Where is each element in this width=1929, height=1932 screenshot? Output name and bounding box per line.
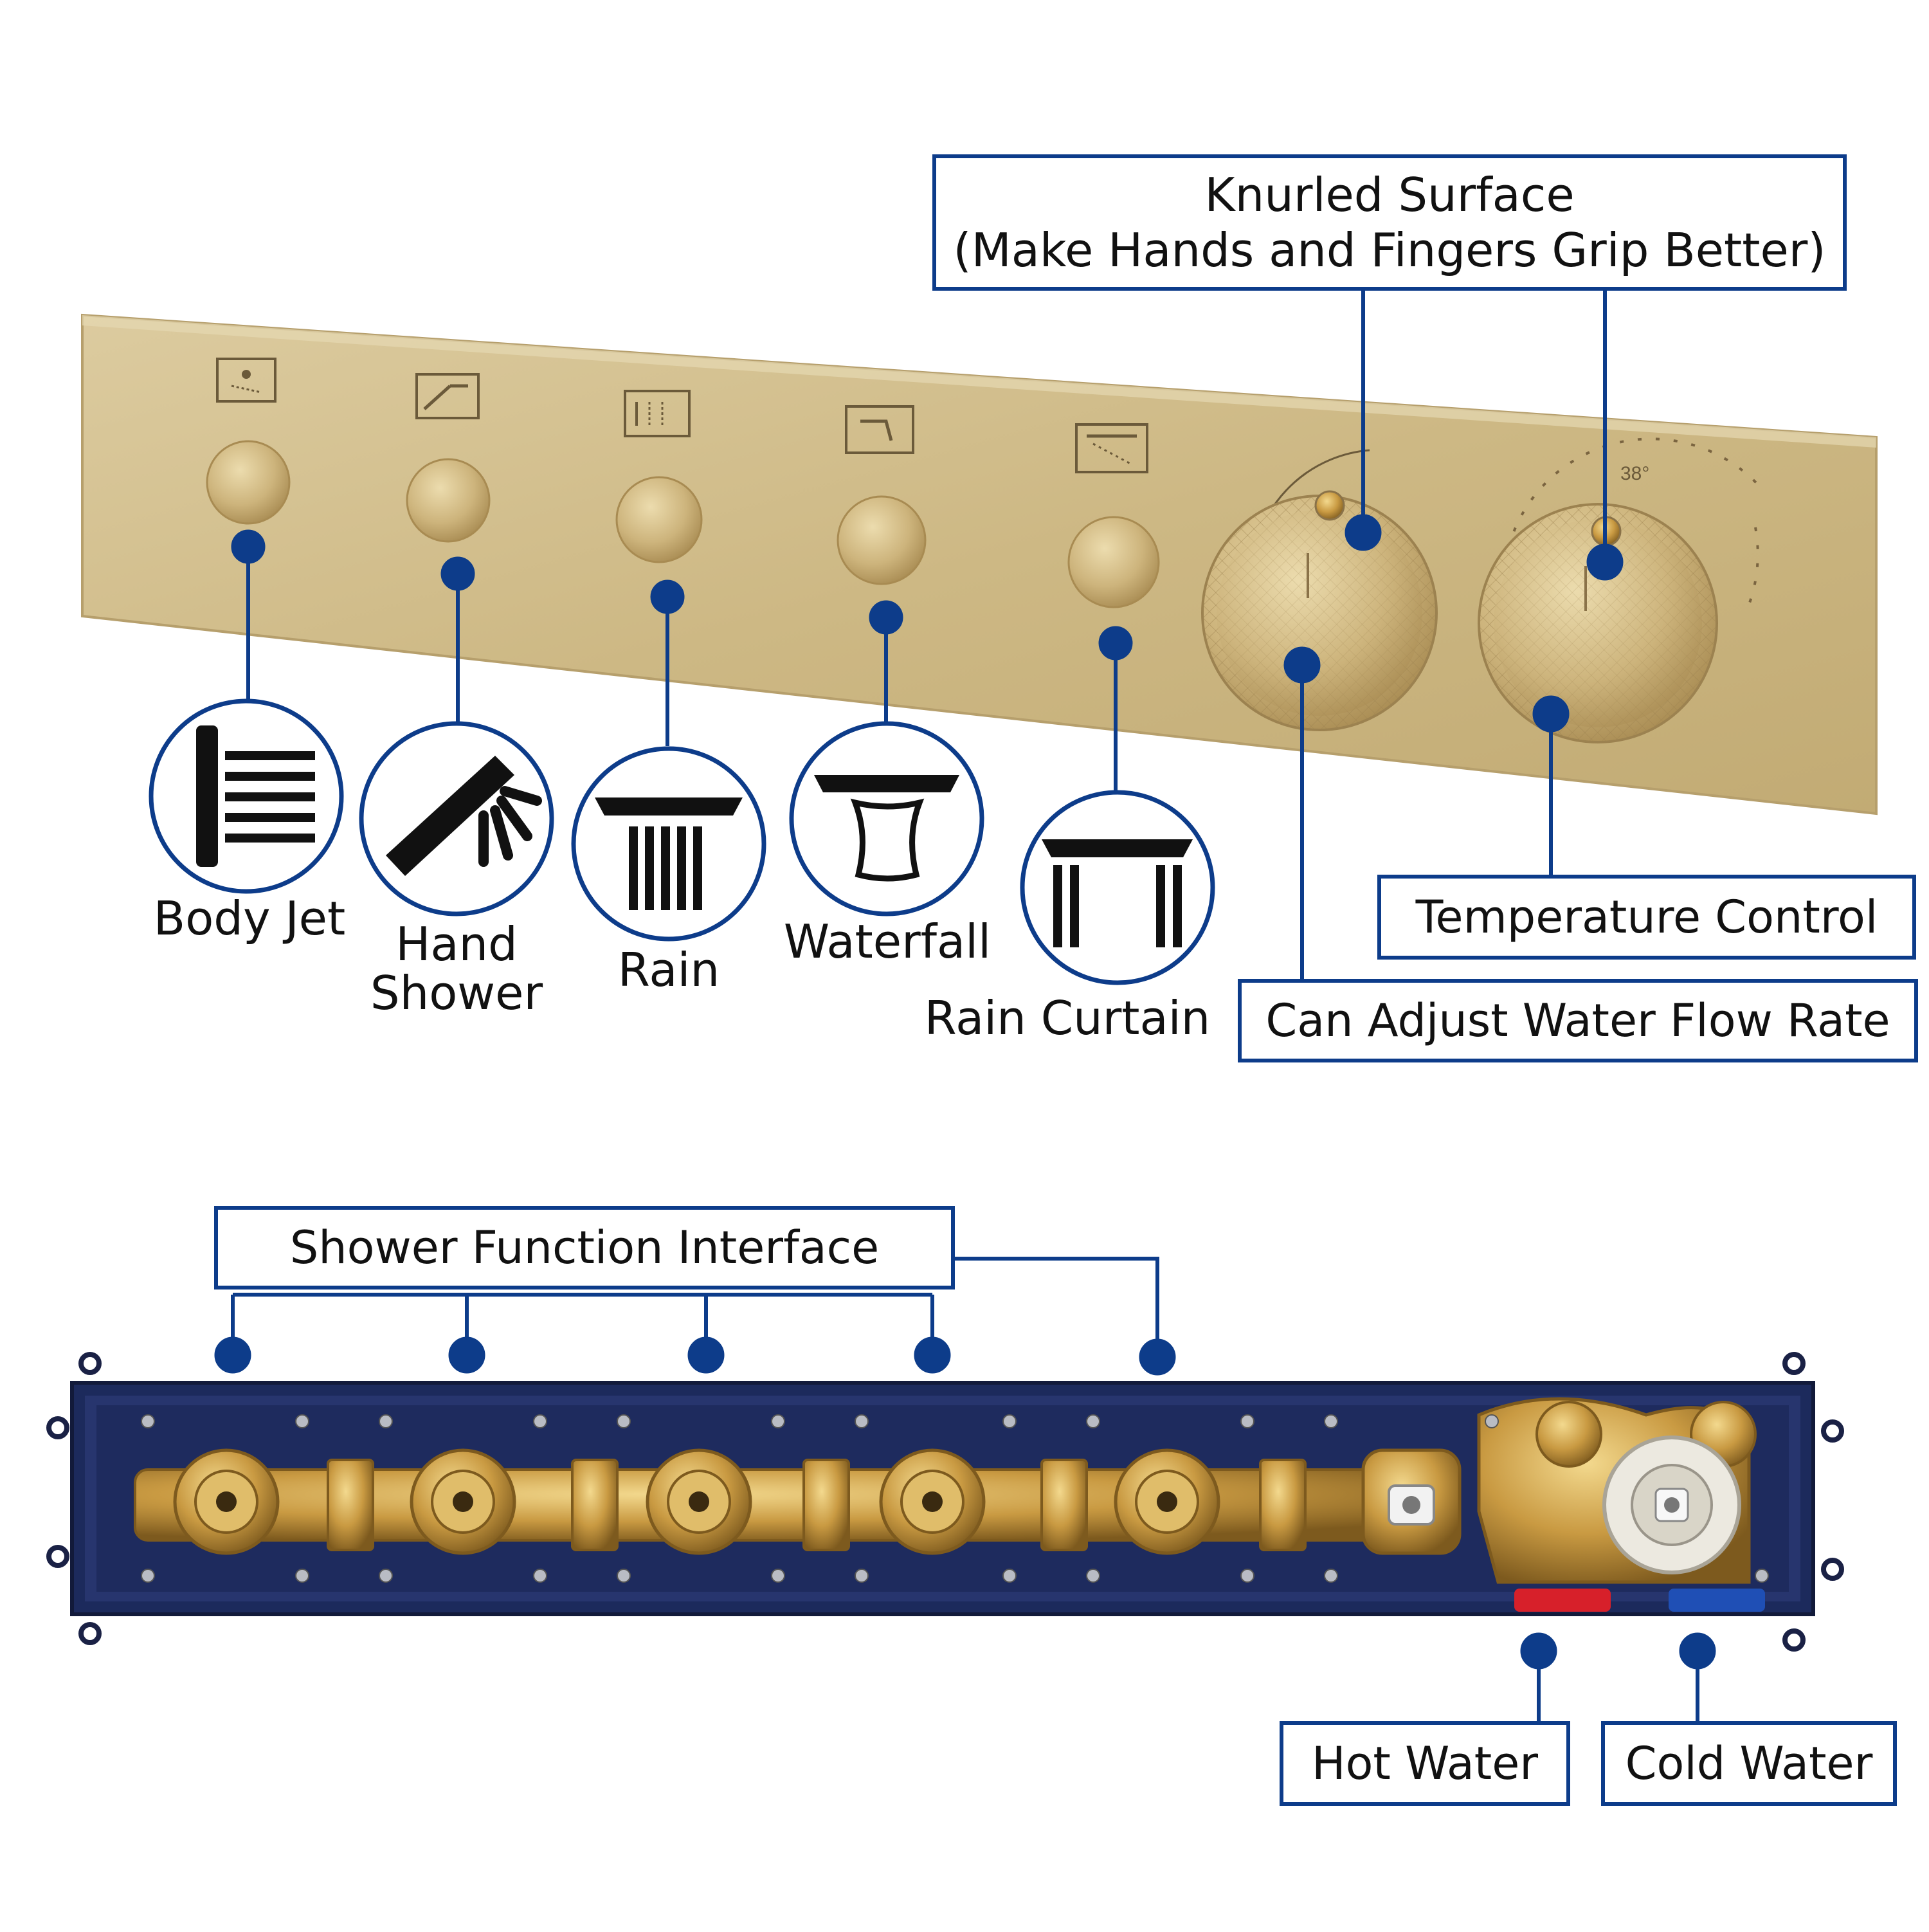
cartridge-hand-shower [410, 1448, 516, 1555]
valve-callouts [214, 1257, 1716, 1721]
thermostatic-valve [1477, 1397, 1757, 1584]
rain-label: Rain [617, 943, 720, 997]
flow-control-knob[interactable] [1201, 490, 1438, 731]
flow-rate-label: Can Adjust Water Flow Rate [1265, 994, 1890, 1047]
callout-dot [1098, 626, 1133, 661]
plate-top-edge [82, 315, 1876, 448]
rain-icon [571, 746, 766, 942]
callout-dot [440, 556, 475, 591]
cartridge-rain [646, 1448, 752, 1555]
rain-symbol [624, 390, 691, 437]
body-jet-button[interactable] [206, 440, 291, 525]
hex-couplings [327, 1459, 1307, 1551]
hot-water-label: Hot Water [1311, 1737, 1539, 1790]
temperature-scale: 38° [1503, 437, 1763, 605]
hand-shower-label: Hand Shower [370, 917, 543, 1020]
body-jet-symbol [216, 358, 276, 403]
shower-function-interface-label: Shower Function Interface [289, 1221, 880, 1274]
shower-function-interface-callout: Shower Function Interface [214, 1206, 955, 1290]
callout-dot [650, 579, 685, 614]
rough-in-valve-box [46, 1352, 1844, 1652]
scale-reading: 38° [1620, 463, 1649, 484]
cold-water-callout: Cold Water [1601, 1721, 1897, 1806]
rain-curtain-button[interactable] [1067, 516, 1160, 608]
temperature-control-callout: Temperature Control [1377, 875, 1916, 960]
screws [141, 1414, 1769, 1583]
knurled-line1: Knurled Surface [1204, 168, 1575, 222]
hot-water-callout: Hot Water [1280, 1721, 1570, 1806]
cartridge-body-jet [173, 1448, 280, 1555]
flow-stop-button [1314, 490, 1345, 521]
waterfall-symbol [845, 405, 914, 454]
callout-dot [231, 529, 266, 564]
rain-curtain-symbol [1075, 423, 1148, 473]
rain-button[interactable] [615, 476, 703, 563]
hand-shower-icon [359, 721, 554, 916]
knurled-surface-callout: Knurled Surface (Make Hands and Fingers … [932, 154, 1847, 291]
body-jet-label: Body Jet [153, 891, 346, 945]
hand-shower-button[interactable] [406, 458, 491, 543]
rain-curtain-icon [1020, 790, 1215, 985]
mounting-tabs [46, 1352, 1844, 1652]
rain-curtain-label: Rain Curtain [924, 991, 1211, 1045]
waterfall-label: Waterfall [783, 915, 992, 969]
flow-cartridge [1361, 1448, 1462, 1555]
cold-water-cap [1669, 1589, 1765, 1612]
waterfall-button[interactable] [837, 495, 927, 585]
flow-rate-callout: Can Adjust Water Flow Rate [1238, 979, 1918, 1062]
outlet-callouts [231, 289, 1624, 979]
control-panel: 38° [81, 313, 1878, 816]
hot-water-cap [1514, 1589, 1611, 1612]
callout-dot [869, 600, 903, 635]
cold-water-label: Cold Water [1625, 1737, 1873, 1790]
body-jet-icon [149, 698, 344, 894]
cartridge-rain-curtain [1114, 1448, 1220, 1555]
waterfall-icon [789, 721, 984, 916]
hand-shower-symbol [415, 373, 480, 419]
knurled-line2: (Make Hands and Fingers Grip Better) [953, 223, 1826, 277]
cartridge-waterfall [879, 1448, 986, 1555]
temperature-knob[interactable] [1478, 503, 1718, 743]
temperature-control-label: Temperature Control [1415, 891, 1878, 943]
outlet-cartridges [173, 1448, 1220, 1555]
